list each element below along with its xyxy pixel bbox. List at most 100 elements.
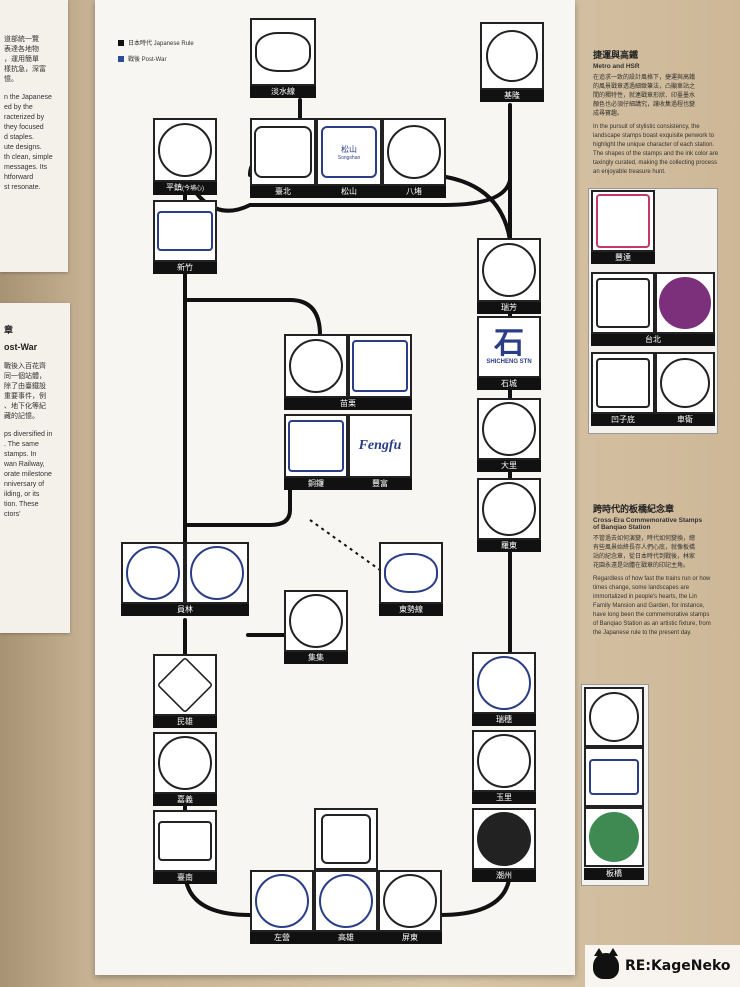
stamp-jiji: [284, 590, 348, 652]
station-label-tainan: 臺南: [153, 872, 217, 884]
card1-line: ute designs.: [4, 144, 42, 151]
stamp-ring: [321, 814, 371, 864]
card2-line: wan Railway,: [4, 461, 45, 468]
stamp-ring: [288, 420, 344, 472]
stamp-miaoli-1: [284, 334, 348, 398]
station-label-kaohsiung: 高雄: [314, 932, 378, 944]
station-label-jiayi: 嘉義: [153, 794, 217, 806]
card1-line: they focused: [4, 124, 44, 131]
stamp-ring: [255, 874, 309, 928]
stamp-tainan: [153, 810, 217, 872]
station-label-chaozhou: 潮州: [472, 870, 536, 882]
station-name: 平鎮: [166, 183, 182, 192]
card2-line: 除了由臺鐵設: [4, 383, 46, 390]
station-label-jiji: 集集: [284, 652, 348, 664]
stamp-taipei: [250, 118, 316, 186]
station-label-pingtung: 屏東: [378, 932, 442, 944]
station-note: (今埔心): [182, 186, 204, 192]
stamp-shicheng-en: SHICHENG STN: [486, 359, 532, 365]
station-label-shicheng: 石城: [477, 378, 541, 390]
post-war-card: 章 ost-War 戰後入百花齊 同一個站體， 除了由臺鐵設 重要事件，例 、地…: [0, 303, 70, 633]
stamp-pingzhen: [153, 118, 217, 182]
station-label-zuoying: 左營: [250, 932, 314, 944]
card2-heading-en: ost-War: [4, 342, 38, 352]
metro-text-zh: 在追求一致的設計風格下，捷運與高鐵 的風景戳章透過細緻筆法，凸顯車站之 間的獨特…: [593, 75, 696, 117]
legend-swatch-post-war: [118, 55, 124, 62]
stamp-metro-taipei-2: [655, 272, 715, 334]
stamp-ring: [589, 692, 639, 742]
stamp-ring: [383, 874, 437, 928]
stamp-ring: [158, 123, 212, 177]
banqiao-title: 跨時代的板橋紀念章: [593, 504, 675, 514]
legend-label-japanese: 日本時代 Japanese Rule: [128, 41, 194, 47]
legend-japanese: 日本時代 Japanese Rule: [118, 38, 194, 47]
stamp-ring: [482, 402, 536, 456]
card2-line: ctors': [4, 511, 21, 518]
stamp-zuoying: [250, 870, 314, 932]
card2-line: ps diversified in: [4, 431, 53, 438]
stamp-songshan-text: 松山: [341, 144, 357, 154]
stamp-ring: [589, 812, 639, 862]
stamp-ring: [254, 126, 312, 178]
stamp-kaohsiung-top: [314, 808, 378, 870]
banqiao-text-en: Regardless of how fast the trains run or…: [593, 576, 711, 636]
japanese-era-card: 道部統一覽 表達各地物 ，運用簡單 樣抗急，深富 憶。 n the Japane…: [0, 0, 68, 272]
card2-line: 戰後入百花齊: [4, 363, 46, 370]
legend-swatch-japanese: [118, 39, 124, 46]
card2-line: orate milestone: [4, 471, 52, 478]
card1-line: 表達各地物: [4, 46, 39, 53]
card2-line: 、地下化等紀: [4, 403, 46, 410]
stamp-ring: [477, 656, 531, 710]
banqiao-panel: 跨時代的板橋紀念章 Cross-Era Commemorative Stamps…: [585, 502, 740, 638]
stamp-hsinchu: [153, 200, 217, 262]
stamp-ring: [477, 734, 531, 788]
stamp-ring: [660, 358, 710, 408]
stamp-ring: [157, 211, 213, 251]
stamp-miaoli-2: [348, 334, 412, 398]
stamp-aozidi: [591, 352, 655, 414]
stamp-tongluo: [284, 414, 348, 478]
stamp-ring: [596, 194, 650, 248]
stamp-ring: [482, 482, 536, 536]
stamp-ruifang: [477, 238, 541, 302]
stamp-jiayi: [153, 732, 217, 794]
stamp-chaozhou: [472, 808, 536, 870]
card2-line: 藏的記憶。: [4, 413, 39, 420]
card1-line: 憶。: [4, 76, 18, 83]
station-label-minxiong: 民雄: [153, 716, 217, 728]
stamp-ring: [477, 812, 531, 866]
stamp-ring: [482, 243, 536, 297]
card2-heading: 章: [4, 325, 14, 335]
station-label-taipei: 臺北: [250, 186, 316, 198]
stamp-chewei: [655, 352, 715, 414]
metro-hsr-panel: 捷運與高鐵 Metro and HSR 在追求一致的設計風格下，捷運與高鐵 的風…: [585, 48, 740, 177]
card1-line: st resonate.: [4, 184, 41, 191]
stamp-banqiao-2: [584, 747, 644, 807]
card1-line: th clean, simple: [4, 154, 53, 161]
station-label-tamsui: 淡水線: [250, 86, 316, 98]
cat-logo-icon: [593, 948, 619, 979]
stamp-ring: [384, 553, 438, 593]
stamp-fengfu-text: Fengfu: [358, 438, 402, 453]
stamp-ring: [387, 125, 441, 179]
card2-line: nniversary of: [4, 481, 45, 488]
card1-line: htforward: [4, 174, 34, 181]
stamp-fengfu: Fengfu: [348, 414, 412, 478]
station-label-chewei: 車衛: [655, 414, 715, 426]
stamp-luodong: [477, 478, 541, 540]
station-label-fengda: 豐達: [591, 252, 655, 264]
station-label-keelung: 基隆: [480, 90, 544, 102]
stamp-ring: [352, 340, 408, 392]
stamp-metro-taipei-1: [591, 272, 655, 334]
stamp-ring: [156, 656, 214, 714]
card1-line: racterized by: [4, 114, 45, 121]
station-label-pingzhen: 平鎮(今埔心): [153, 182, 217, 195]
card1-line: ed by the: [4, 104, 33, 111]
stamp-ring: 松山 Songshan: [321, 126, 377, 178]
stamp-ring: [158, 736, 212, 790]
station-label-banqiao: 板橋: [584, 868, 644, 880]
station-label-hsinchu: 新竹: [153, 262, 217, 274]
card2-line: tion. These: [4, 501, 39, 508]
station-label-songshan: 松山: [316, 186, 382, 198]
stamp-dongshi: [379, 542, 443, 604]
